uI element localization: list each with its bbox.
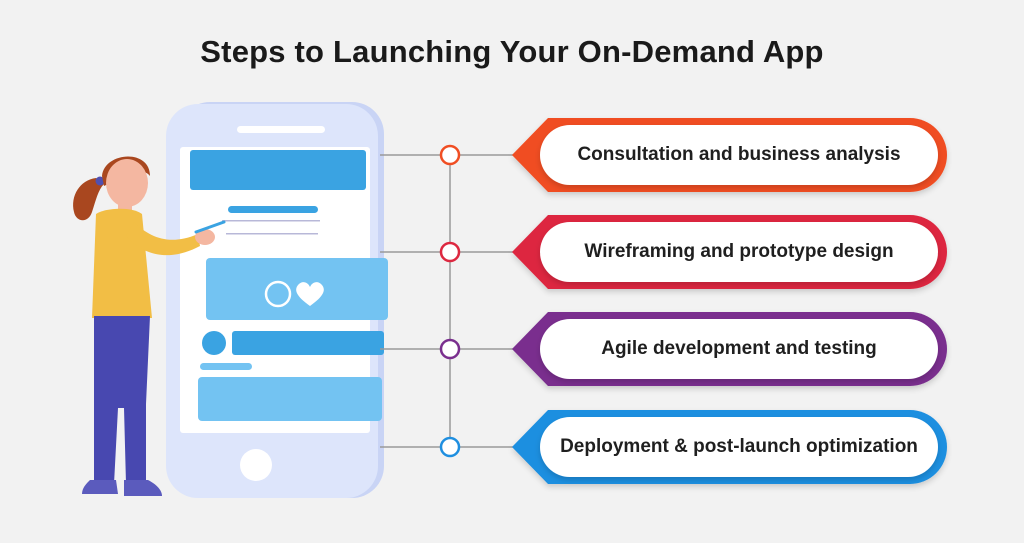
text-line xyxy=(226,233,318,235)
text-line xyxy=(200,363,252,370)
step-card xyxy=(540,125,938,185)
list-bar xyxy=(232,331,384,355)
shoe-left xyxy=(82,480,118,494)
content-card xyxy=(198,377,382,421)
phone-speaker xyxy=(237,126,325,133)
arm xyxy=(126,222,200,256)
circle-icon xyxy=(264,280,292,308)
step-node xyxy=(439,436,461,458)
step-label: Agile development and testing xyxy=(601,338,877,359)
step-label: Consultation and business analysis xyxy=(577,144,901,165)
text-line xyxy=(228,206,318,213)
phone-illustration xyxy=(166,102,388,498)
shoe-right xyxy=(124,480,162,496)
step-label: Wireframing and prototype design xyxy=(584,241,894,262)
phone-header-bar xyxy=(190,150,366,190)
ponytail xyxy=(73,178,104,221)
step-label: Deployment & post-launch optimization xyxy=(560,436,918,457)
steps-layer xyxy=(380,118,947,484)
face xyxy=(106,159,148,207)
step-card xyxy=(540,222,938,282)
step-node xyxy=(439,241,461,263)
heart-icon xyxy=(296,282,324,306)
hair-tie xyxy=(95,176,105,186)
hand xyxy=(195,229,215,245)
step-card xyxy=(540,319,938,379)
page-title: Steps to Launching Your On-Demand App xyxy=(200,34,824,69)
avatar-dot xyxy=(202,331,226,355)
torso xyxy=(92,208,152,318)
pants xyxy=(94,316,150,484)
stylus xyxy=(194,220,226,234)
home-button xyxy=(240,449,272,481)
step-node xyxy=(439,338,461,360)
woman-illustration xyxy=(73,156,226,496)
text-line xyxy=(222,220,320,222)
step-card xyxy=(540,417,938,477)
step-node xyxy=(439,144,461,166)
